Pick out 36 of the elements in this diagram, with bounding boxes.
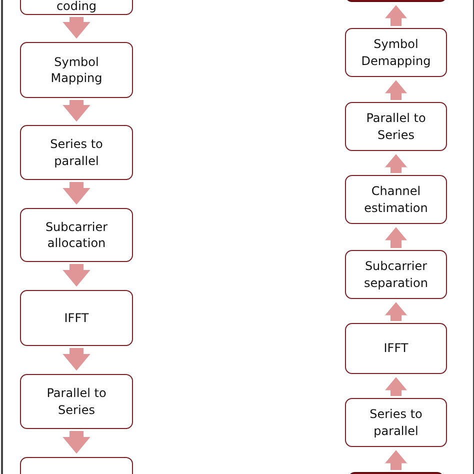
box-label: Symbol Mapping	[50, 54, 104, 86]
box-label: Symbol Demapping	[360, 36, 432, 69]
process-box	[20, 208, 133, 262]
process-box	[345, 398, 447, 447]
process-box	[345, 102, 447, 151]
box-label: coding	[56, 0, 97, 14]
block-arrow	[385, 450, 407, 470]
block-arrow	[385, 154, 407, 173]
process-box	[345, 175, 447, 224]
process-box	[345, 28, 447, 77]
box-label: IFFT	[384, 340, 408, 357]
box-label: Series to parallel	[368, 406, 424, 439]
box-label: Parallel to Series	[46, 385, 108, 418]
box-label: Subcarrier allocation	[44, 218, 109, 252]
box-label: IFFT	[64, 310, 89, 326]
process-box	[345, 250, 447, 299]
box-label: Subcarrier separation	[363, 258, 429, 291]
box-label: Series to parallel	[49, 136, 104, 169]
block-arrow	[62, 431, 90, 454]
block-arrow	[62, 182, 90, 205]
process-box	[20, 290, 133, 346]
block-arrow	[385, 5, 407, 26]
block-arrow	[62, 17, 90, 39]
block-arrow	[385, 227, 407, 248]
process-box	[345, 323, 447, 374]
process-box	[20, 374, 133, 429]
process-box	[20, 125, 133, 180]
process-box	[20, 42, 133, 98]
block-arrow	[62, 100, 90, 122]
box-label: Parallel to Series	[365, 110, 427, 143]
block-arrow	[62, 264, 90, 287]
block-arrow	[385, 80, 407, 100]
block-arrow	[385, 302, 407, 321]
box-label: Channel estimation	[363, 183, 429, 216]
block-arrow	[385, 377, 407, 396]
block-arrow	[62, 348, 90, 371]
